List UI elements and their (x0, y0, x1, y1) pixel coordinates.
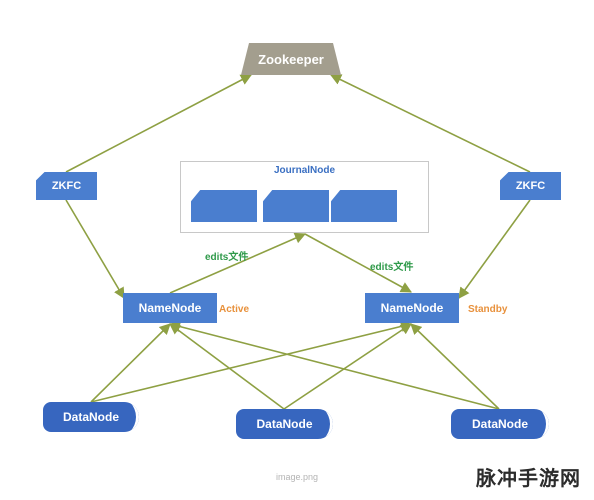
journalnode-block (263, 190, 329, 222)
namenode-standby: NameNode (365, 293, 459, 323)
arrow-zkfc-left-to-zookeeper (65, 74, 252, 173)
journalnode-title: JournalNode (273, 165, 336, 176)
arrow-dn1-to-standby (90, 320, 413, 403)
datanode-1: DataNode (43, 402, 139, 432)
arrow-dn1-to-active (90, 323, 171, 403)
role-standby-label: Standby (468, 304, 508, 315)
datanode-2: DataNode (236, 409, 333, 439)
arrow-dn3-to-standby (410, 323, 500, 410)
zkfc-left-node: ZKFC (36, 172, 97, 200)
arrow-zkfc-left-to-namenode (65, 199, 125, 299)
journalnode-block (191, 190, 257, 222)
journalnode-block (331, 190, 397, 222)
arrow-dn3-to-active (168, 321, 500, 410)
arrow-journal-to-standby (304, 233, 412, 293)
namenode-active: NameNode (123, 293, 217, 323)
edits-label-left: edits文件 (205, 252, 249, 263)
arrow-active-to-journal (169, 232, 307, 294)
site-watermark: 脉冲手游网 (476, 468, 581, 490)
arrow-dn2-to-standby (283, 323, 412, 410)
arrow-zkfc-right-to-zookeeper (329, 74, 531, 173)
arrow-zkfc-right-to-namenode (458, 199, 531, 299)
arrow-dn2-to-active (169, 323, 285, 410)
datanode-3: DataNode (451, 409, 549, 439)
image-caption: image.png (275, 472, 319, 482)
journalnode-group: JournalNode (180, 161, 429, 233)
zkfc-right-node: ZKFC (500, 172, 561, 200)
edits-label-right: edits文件 (370, 262, 414, 273)
role-active-label: Active (219, 304, 250, 315)
zookeeper-node: Zookeeper (241, 43, 341, 75)
